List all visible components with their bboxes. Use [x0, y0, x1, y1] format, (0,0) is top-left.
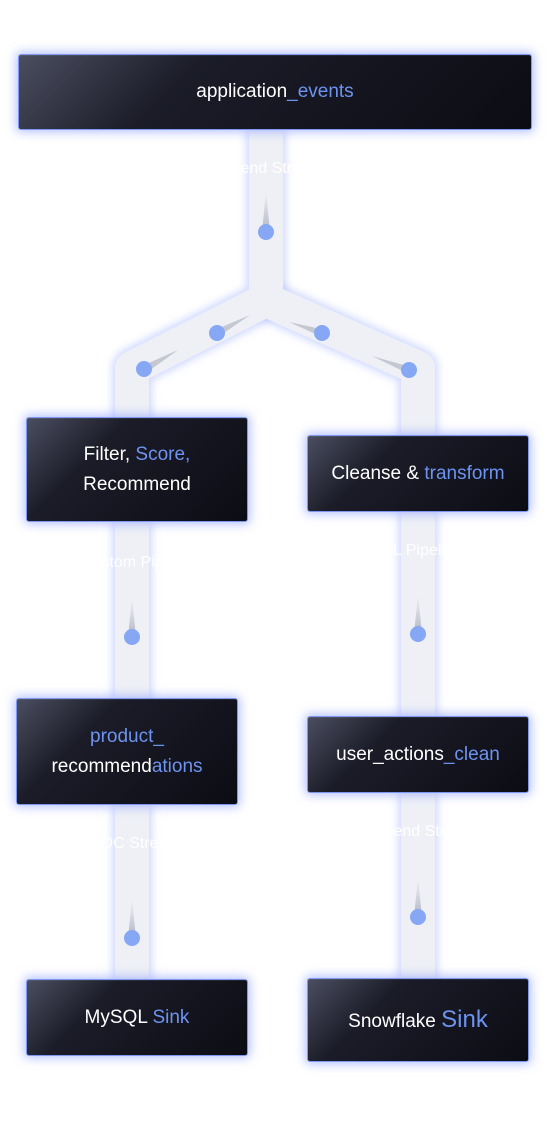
node-user-actions-clean[interactable]: user_actions_clean: [307, 716, 529, 793]
flow-dot: [258, 224, 274, 240]
flow-dot: [314, 325, 330, 341]
node-label: user_actions_clean: [336, 743, 500, 765]
node-label: Filter, Score,Recommend: [83, 444, 191, 495]
node-snowflake-sink[interactable]: Snowflake Sink: [307, 978, 529, 1062]
node-label: Cleanse & transform: [331, 462, 505, 484]
edge-label-append-stream: Append Stream: [212, 160, 324, 177]
node-product-recommendations[interactable]: product_recommendations: [16, 698, 238, 805]
flow-dot: [136, 361, 152, 377]
node-application-events[interactable]: application_events: [18, 54, 532, 130]
node-mysql-sink[interactable]: MySQL Sink: [26, 979, 248, 1056]
flow-dot: [401, 362, 417, 378]
node-label: MySQL Sink: [84, 1006, 190, 1028]
edge-label-custom-pipeline: Custom Pipeline: [81, 554, 198, 571]
node-label: application_events: [196, 81, 354, 103]
flow-dot: [410, 626, 426, 642]
flow-dot: [124, 930, 140, 946]
edge-label-sql-pipeline: SQL Pipeline: [370, 542, 463, 559]
flow-dot: [209, 325, 225, 341]
flow-dots: [124, 224, 426, 946]
flow-tails: [128, 190, 422, 938]
node-filter-score-recommend[interactable]: Filter, Score,Recommend: [26, 417, 248, 522]
edge-label-cdc-stream: CDC Stream: [90, 835, 181, 852]
edge-label-append-stream-2: Append Stream: [365, 823, 477, 840]
node-cleanse-transform[interactable]: Cleanse & transform: [307, 435, 529, 512]
node-label: product_recommendations: [51, 726, 203, 777]
flow-dot: [410, 909, 426, 925]
flow-dot: [124, 629, 140, 645]
node-label: Snowflake Sink: [348, 1006, 488, 1034]
